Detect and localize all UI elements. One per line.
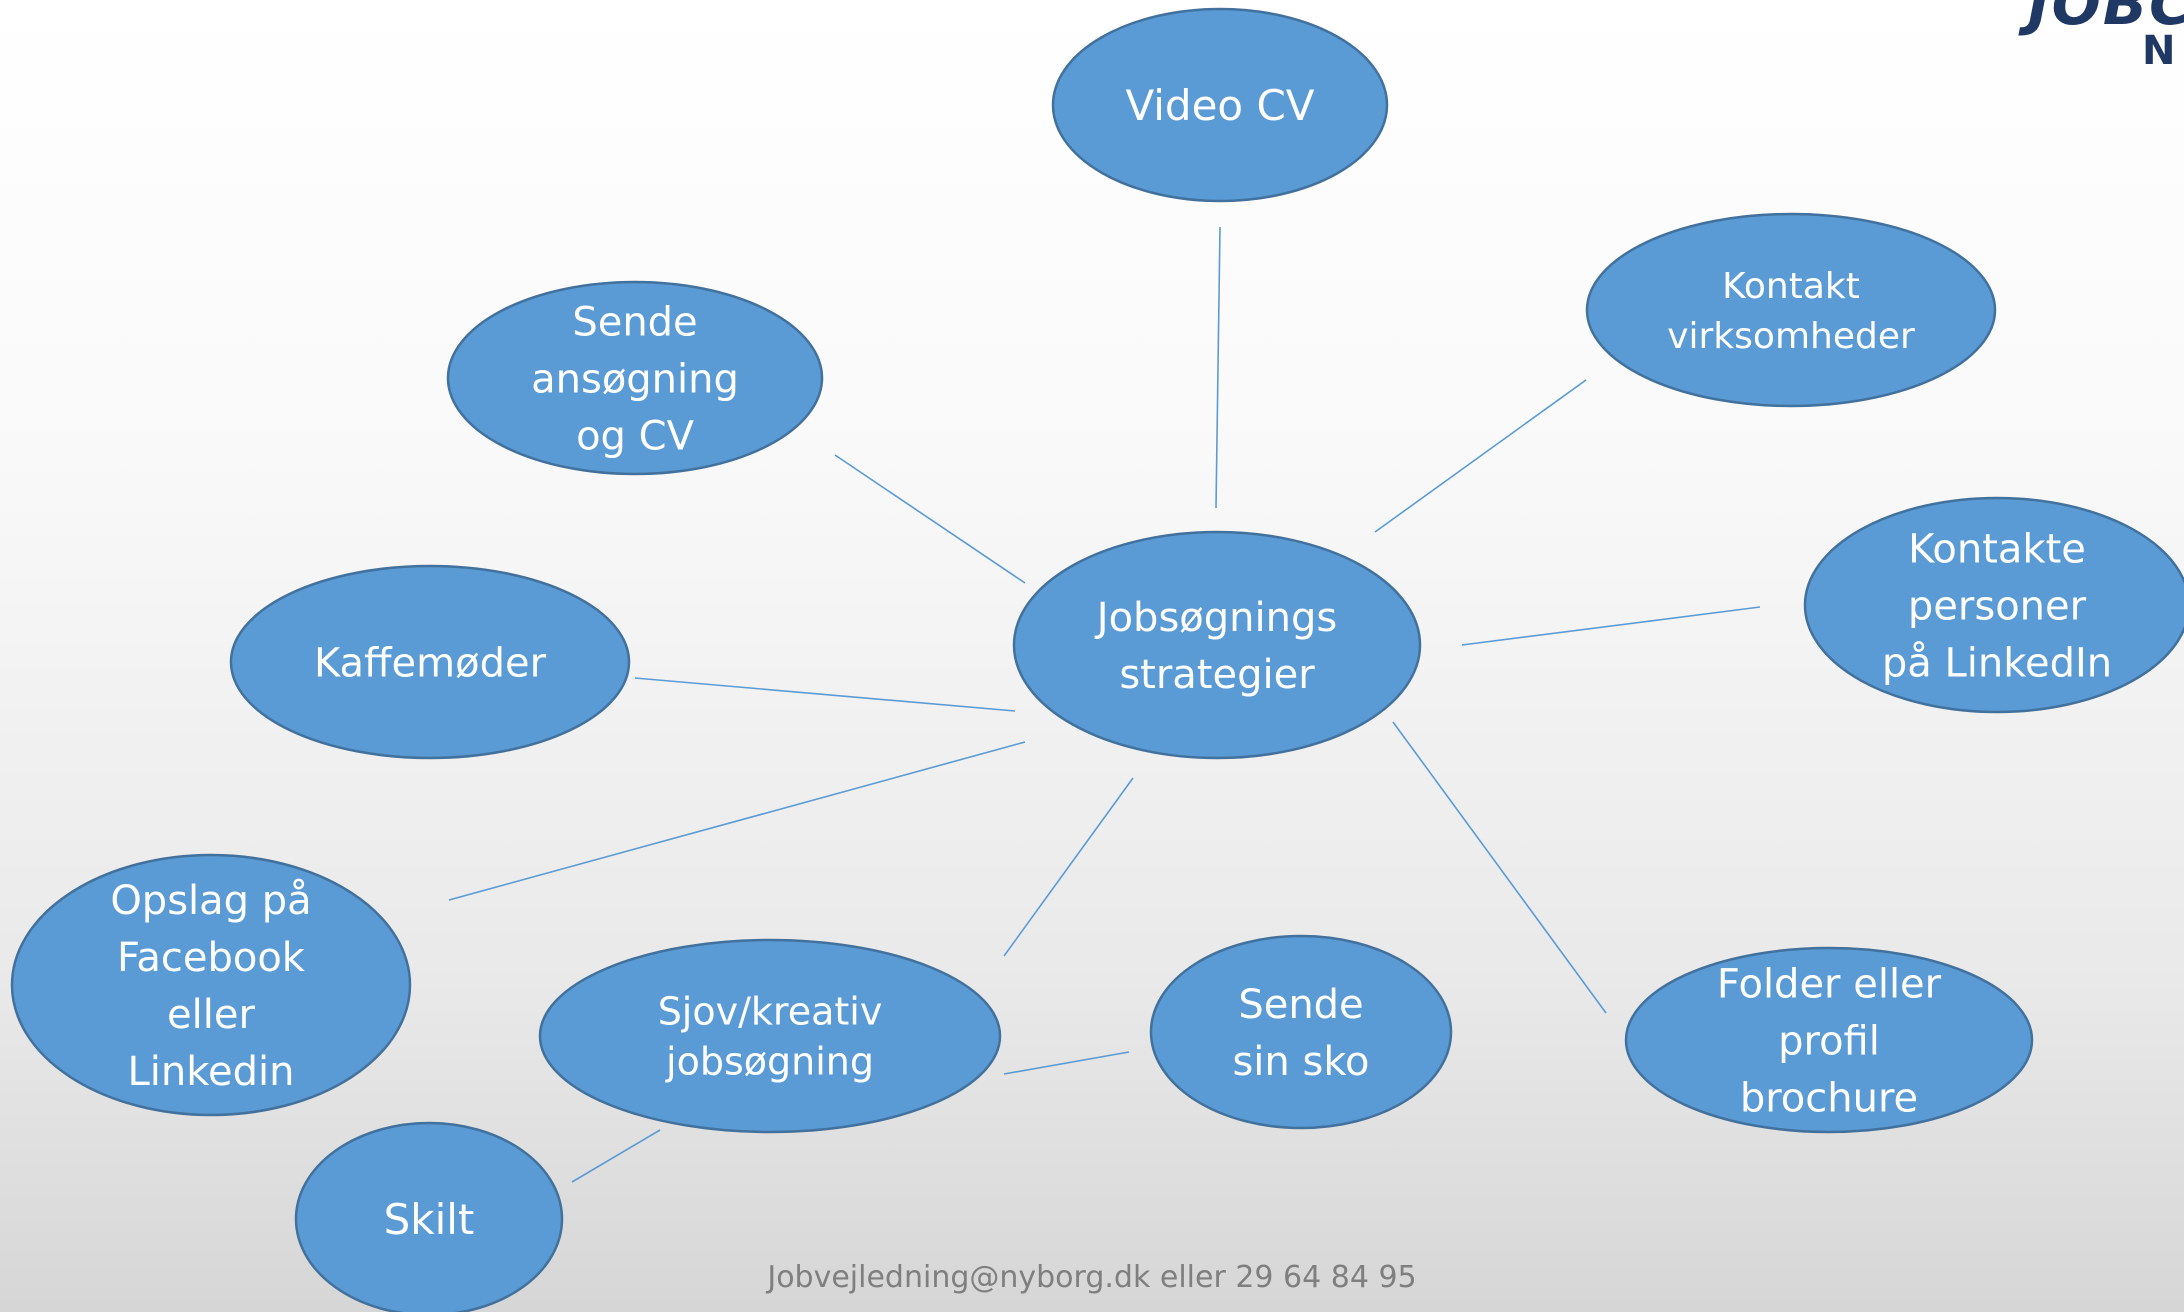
node-label-kontakte-linkedin: på LinkedIn [1882, 640, 2112, 686]
connector-center-to-kontakt-virksomheder [1374, 379, 1587, 533]
node-kaffemoder: Kaffemøder [229, 564, 631, 760]
node-label-sjov-kreativ: jobsøgning [665, 1040, 874, 1084]
connector-center-to-kaffemoder [634, 677, 1016, 712]
connector-center-to-video-cv [1215, 226, 1221, 509]
node-label-sende-ansogning: ansøgning [531, 356, 739, 402]
node-label-sende-sko: Sende [1238, 982, 1363, 1028]
connector-center-to-opslag-facebook [448, 741, 1026, 901]
node-sjov-kreativ: Sjov/kreativ jobsøgning [538, 938, 1002, 1134]
node-label-center: strategier [1119, 652, 1315, 698]
node-shape-kaffemoder [229, 564, 631, 760]
node-center: Jobsøgnings strategier [1012, 530, 1422, 760]
node-sende-ansogning: Sende ansøgning og CV [446, 280, 824, 476]
node-label-opslag-facebook: Linkedin [128, 1049, 295, 1095]
node-label-sjov-kreativ: Sjov/kreativ [658, 990, 883, 1034]
node-shape-opslag-facebook [10, 853, 412, 1117]
node-label-opslag-facebook: Facebook [117, 935, 306, 981]
connector-center-to-sjov-kreativ [1003, 777, 1134, 957]
node-label-folder-profil: profil [1778, 1018, 1880, 1064]
node-shape-center [1012, 530, 1422, 760]
node-label-folder-profil: Folder eller [1717, 961, 1942, 1007]
connector-lines [448, 226, 1761, 1183]
connector-center-to-folder-profil [1392, 721, 1607, 1014]
node-label-folder-profil: brochure [1740, 1075, 1918, 1121]
node-label-kaffemoder: Kaffemøder [314, 640, 547, 686]
node-kontakte-linkedin: Kontakte personer på LinkedIn [1803, 496, 2184, 714]
node-shape-video-cv [1051, 7, 1389, 203]
node-shape-sende-sko [1149, 934, 1453, 1130]
node-label-kontakte-linkedin: Kontakte [1908, 526, 2086, 572]
logo-sub-text: N [2142, 28, 2176, 74]
connector-sjov-kreativ-to-skilt [571, 1129, 661, 1183]
node-label-sende-ansogning: og CV [576, 413, 695, 459]
node-group: Jobsøgnings strategier Video CV Kontakt virk… [10, 7, 2184, 1312]
node-shape-skilt [294, 1121, 564, 1312]
node-label-skilt: Skilt [384, 1195, 475, 1244]
node-shape-kontakte-linkedin [1803, 496, 2184, 714]
connector-center-to-sende-ansogning [834, 454, 1026, 584]
node-label-sende-ansogning: Sende [572, 299, 697, 345]
node-shape-sende-ansogning [446, 280, 824, 476]
connector-sjov-kreativ-to-sende-sko [1003, 1051, 1130, 1075]
node-label-kontakt-virksomheder: Kontakt [1722, 266, 1860, 307]
node-label-video-cv: Video CV [1125, 81, 1314, 130]
node-folder-profil: Folder eller profil brochure [1624, 946, 2034, 1134]
node-video-cv: Video CV [1051, 7, 1389, 203]
connector-center-to-kontakte-linkedin [1461, 606, 1761, 646]
node-label-sende-sko: sin sko [1232, 1039, 1369, 1085]
node-label-opslag-facebook: Opslag på [110, 878, 311, 924]
logo-main-text: JOBCE [2028, 0, 2184, 38]
node-sende-sko: Sende sin sko [1149, 934, 1453, 1130]
node-label-center: Jobsøgnings [1094, 595, 1337, 641]
node-shape-sjov-kreativ [538, 938, 1002, 1134]
node-label-opslag-facebook: eller [167, 992, 255, 1038]
node-skilt: Skilt [294, 1121, 564, 1312]
node-shape-folder-profil [1624, 946, 2034, 1134]
node-shape-kontakt-virksomheder [1585, 212, 1997, 408]
node-kontakt-virksomheder: Kontakt virksomheder [1585, 212, 1997, 408]
node-label-kontakt-virksomheder: virksomheder [1667, 316, 1915, 357]
footer-contact: Jobvejledning@nyborg.dk eller 29 64 84 9… [767, 1260, 1417, 1295]
jobcenter-logo: JOBCE N [1994, 0, 2184, 80]
node-label-kontakte-linkedin: personer [1908, 583, 2087, 629]
